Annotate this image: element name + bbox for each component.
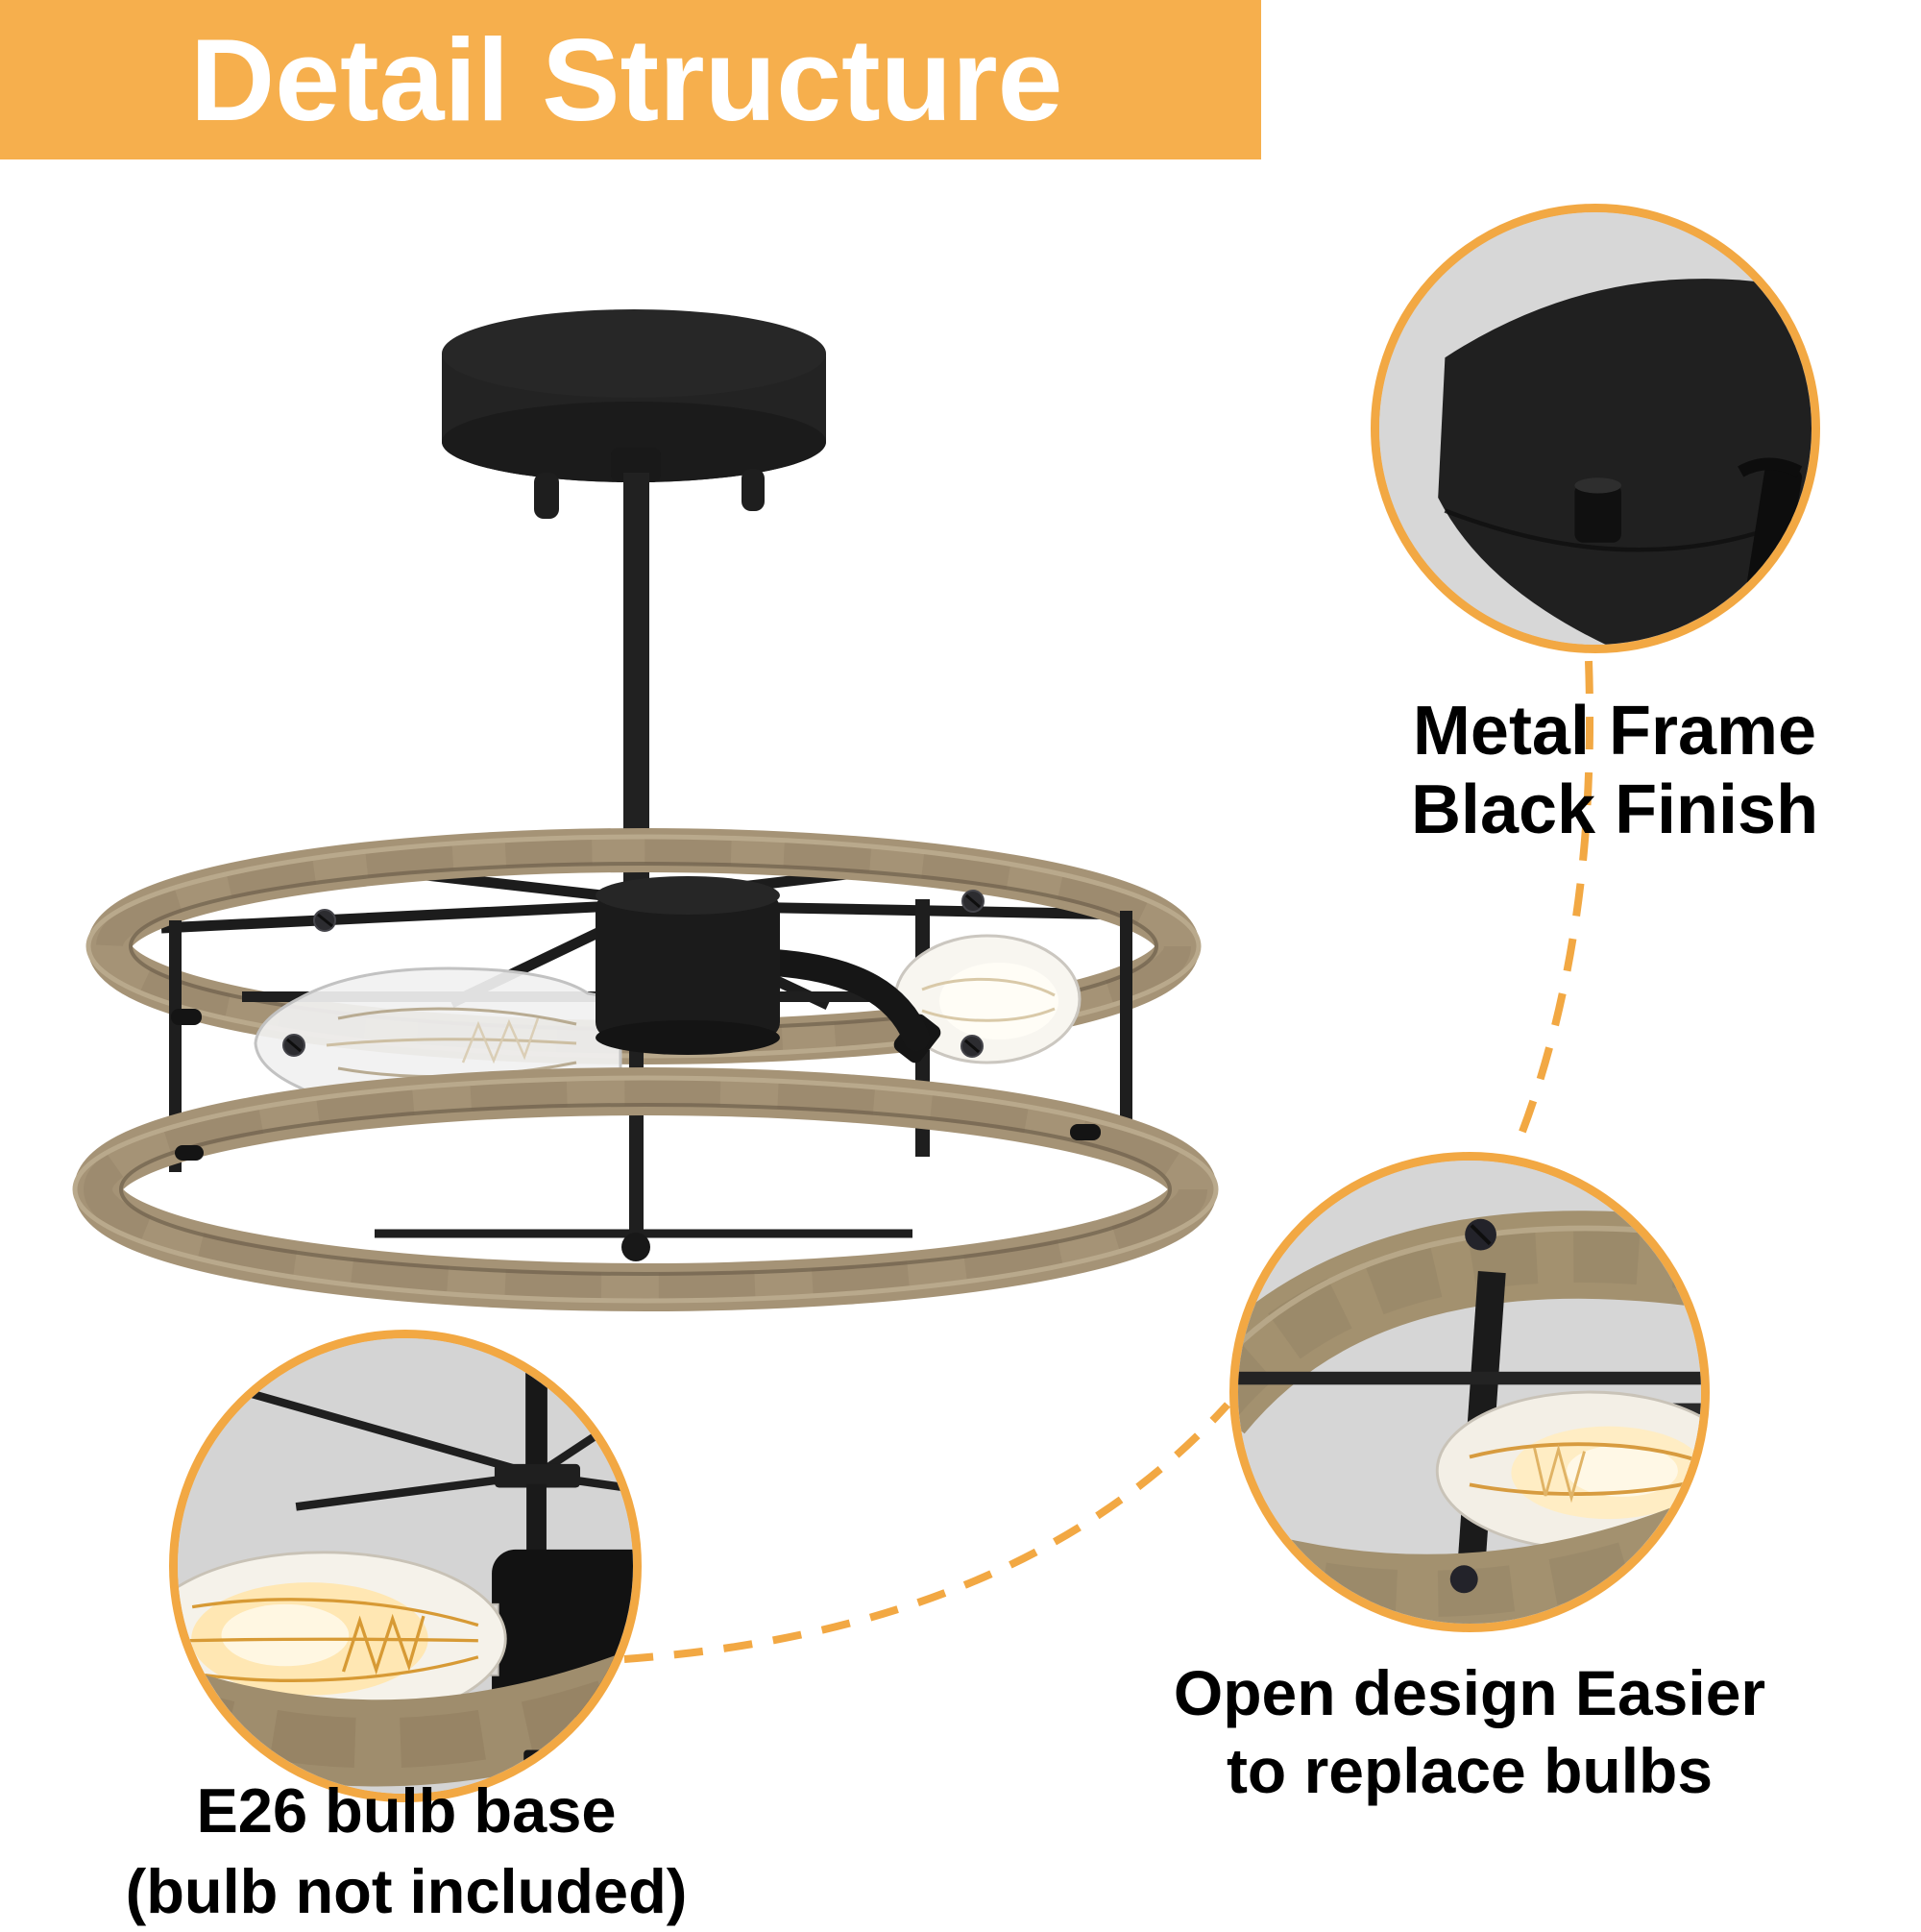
label-metal-frame-line1: Metal Frame xyxy=(1412,693,1817,770)
ceiling-canopy xyxy=(442,309,826,519)
ring-pins xyxy=(171,1009,1101,1161)
label-metal-frame: Metal Frame Black Finish xyxy=(1322,692,1908,849)
label-e26-bulb-base: E26 bulb base (bulb not included) xyxy=(67,1771,745,1932)
center-socket xyxy=(596,876,780,1055)
connector-dashed-open-design xyxy=(623,1402,1230,1663)
label-metal-frame-line2: Black Finish xyxy=(1410,771,1819,848)
label-open-design-line2: to replace bulbs xyxy=(1226,1735,1714,1806)
edison-bulb-right xyxy=(893,934,1082,1064)
e26-socket-zoom-illustration xyxy=(178,1338,633,1794)
header-banner: Detail Structure xyxy=(0,0,1261,159)
page-title: Detail Structure xyxy=(190,14,1063,145)
canopy-zoom-illustration xyxy=(1379,212,1812,645)
wood-ring-lower xyxy=(72,1067,1219,1311)
socket-arm xyxy=(761,949,930,1051)
callout-circle-metal-frame xyxy=(1371,204,1820,653)
open-design-zoom-illustration xyxy=(1238,1161,1701,1624)
ceiling-light-fixture xyxy=(72,309,1219,1311)
label-open-design: Open design Easier to replace bulbs xyxy=(1133,1654,1806,1810)
label-e26-bulb-base-line2: (bulb not included) xyxy=(125,1856,688,1926)
label-open-design-line1: Open design Easier xyxy=(1173,1657,1766,1728)
connector-dashed-metal-frame xyxy=(1512,660,1594,1151)
callout-circle-e26-base xyxy=(169,1330,642,1802)
callout-circle-open-design xyxy=(1229,1152,1710,1632)
label-e26-bulb-base-line1: E26 bulb base xyxy=(196,1775,617,1846)
